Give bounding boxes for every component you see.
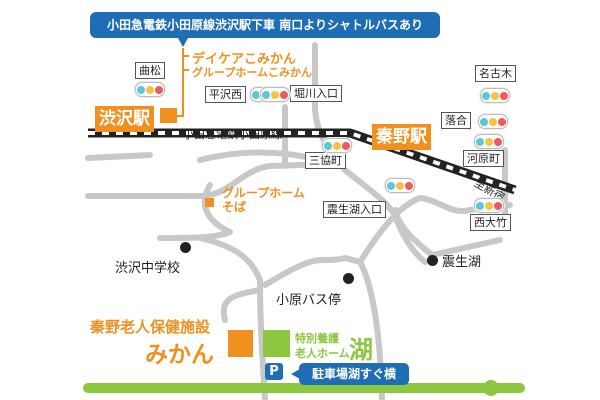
railway-line <box>88 128 517 195</box>
grouphome-soba-label-1: グループホーム <box>222 186 305 200</box>
tokuyo-label-1: 特別養護 <box>295 332 339 345</box>
traffic-light-icon <box>260 87 290 102</box>
parking-icon: P <box>265 363 283 380</box>
traffic-light-icon <box>135 82 165 97</box>
orange-leader-line <box>175 48 184 117</box>
komikan-marker <box>160 108 177 123</box>
road <box>197 235 268 400</box>
intersection-shinseikoiriguchi: 震生湖入口 <box>323 201 386 218</box>
access-banner: 小田急電鉄小田原線渋沢駅下車 南口よりシャトルバスあり <box>90 12 440 38</box>
traffic-light-icon <box>478 114 508 129</box>
road <box>85 152 153 161</box>
grouphome-komikan-label: グループホームこみかん <box>192 66 313 79</box>
railway-label: 小田急電鉄小田原線 <box>183 128 282 141</box>
traffic-light-icon <box>480 88 510 103</box>
traffic-light-icon <box>474 134 504 149</box>
intersection-nishiotake: 西大竹 <box>470 214 511 231</box>
road <box>220 287 263 323</box>
intersection-ochiai: 落合 <box>441 112 471 129</box>
intersection-hirasawanishi: 平沢西 <box>205 86 246 103</box>
landmark-obara-bus-stop: 小原バス停 <box>276 293 342 308</box>
landmark-dot-icon <box>427 255 438 266</box>
landmark-shibusawa-jhs: 渋沢中学校 <box>115 261 181 276</box>
daycare-komikan-label: デイケアこみかん <box>192 52 297 67</box>
roken-mikan-name: みかん <box>145 342 214 368</box>
grouphome-soba-label-2: そば <box>222 200 247 214</box>
intersection-nagoki: 名古木 <box>475 65 516 82</box>
road <box>392 207 503 258</box>
road <box>357 195 513 265</box>
traffic-light-icon <box>385 178 415 193</box>
banner-pointer <box>178 38 188 47</box>
tokuyo-mizuumi-name: 湖 <box>349 336 373 364</box>
road <box>312 42 428 265</box>
road <box>197 149 323 163</box>
parking-callout: 駐車場湖すぐ横 <box>299 363 409 385</box>
landmark-dot-icon <box>180 242 191 253</box>
intersection-kawaramachi: 河原町 <box>463 150 504 167</box>
intersection-horikawairiguchi: 堀川入口 <box>290 85 342 102</box>
tokuyo-label-2: 老人ホーム <box>295 347 350 360</box>
parking-pointer <box>291 369 300 379</box>
railway-line-dashes <box>88 131 516 192</box>
landmark-dot-icon <box>343 273 354 284</box>
hadano-station: 秦野駅 <box>372 124 431 150</box>
road <box>262 255 385 400</box>
grouphome-soba-marker <box>205 198 214 207</box>
tokuyo-marker <box>263 330 290 357</box>
landmark-shinseiko: 震生湖 <box>442 255 482 270</box>
traffic-light-icon <box>474 198 504 213</box>
shibusawa-station: 渋沢駅 <box>95 106 154 132</box>
green-road-node <box>483 380 499 396</box>
traffic-light-icon <box>322 138 352 153</box>
roken-facility-name: 秦野老人保健施設 <box>90 318 211 336</box>
intersection-magarimatsu: 曲松 <box>135 62 165 79</box>
roken-mikan-marker <box>228 330 253 357</box>
intersection-sankyocho: 三協町 <box>305 152 346 169</box>
